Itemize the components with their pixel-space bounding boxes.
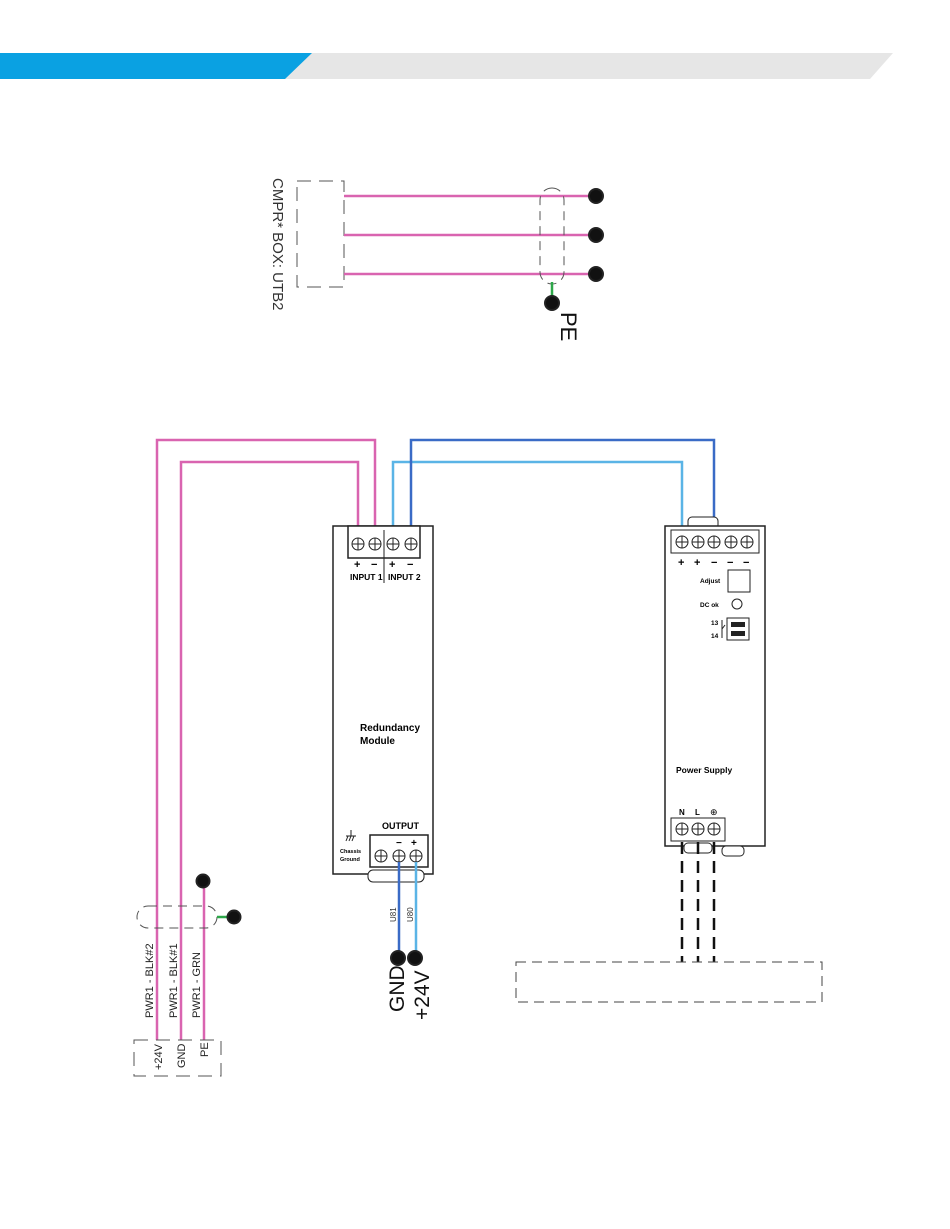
left-terminal-label-gnd: GND	[176, 1044, 188, 1069]
rm-output-terminals	[375, 850, 422, 862]
ps-plus-2: +	[694, 557, 700, 569]
rm-input1-label: INPUT 1	[350, 572, 383, 582]
header-gray-band	[280, 53, 893, 79]
gnd-terminal-dot	[391, 951, 405, 965]
shield-terminal-dot	[228, 911, 241, 924]
ac-dashed-wires	[682, 842, 714, 962]
terminal-dot	[589, 189, 603, 203]
dark-blue-wire-input2	[411, 440, 714, 540]
24v-terminal-dot	[408, 951, 422, 965]
ps-l-label: L	[695, 808, 700, 817]
top-pink-wires	[344, 196, 595, 274]
redundancy-module: + − + − INPUT 1 INPUT 2 Redundancy Modul…	[333, 526, 433, 882]
rm-out-plus: +	[411, 838, 417, 849]
pe-wire-terminal-dot	[197, 875, 210, 888]
top-terminal-dots	[545, 189, 603, 310]
rm-in2-plus: +	[389, 559, 395, 571]
ps-dcok-led	[732, 599, 742, 609]
ps-title: Power Supply	[676, 765, 732, 775]
pink-wire-input1-minus	[181, 462, 358, 1040]
ps-minus-3: −	[743, 557, 749, 569]
terminal-24v-label: +24V	[411, 970, 434, 1020]
left-terminal-label-24v: +24V	[153, 1043, 165, 1070]
ps-relay-block	[727, 618, 749, 640]
rm-out-minus: −	[396, 838, 402, 849]
ps-n-label: N	[679, 808, 685, 817]
ps-ground-symbol: ⊕	[710, 807, 718, 817]
left-terminal-label-pe: PE	[199, 1042, 211, 1057]
header-blue-band	[0, 53, 312, 79]
rm-title-line1: Redundancy	[360, 723, 420, 734]
ps-ac-terminals	[676, 823, 720, 835]
rm-output-label: OUTPUT	[382, 821, 420, 831]
rm-chassis-label-2: Ground	[340, 857, 360, 863]
terminal-dot	[589, 228, 603, 242]
rm-in1-plus: +	[354, 559, 360, 571]
ps-adjust-label: Adjust	[700, 578, 721, 585]
wire-label-u80: U80	[406, 907, 415, 922]
ps-dcok-label: DC ok	[700, 602, 719, 609]
pe-terminal-dot	[545, 296, 559, 310]
terminal-dot	[589, 267, 603, 281]
left-wire-label-1: PWR1 - BLK#2	[144, 943, 156, 1018]
output-terminal-dots	[391, 951, 422, 965]
rm-in1-minus: −	[371, 559, 377, 571]
light-blue-wire-input2	[393, 462, 682, 540]
ps-plus-1: +	[678, 557, 684, 569]
rm-chassis-label-1: Chassis	[340, 849, 361, 855]
cmpr-box	[297, 181, 344, 287]
rm-title-line2: Module	[360, 736, 395, 747]
left-wire-label-3: PWR1 - GRN	[191, 952, 203, 1018]
ps-relay-14: 14	[711, 633, 719, 640]
rm-input2-label: INPUT 2	[388, 572, 421, 582]
ps-relay-13: 13	[711, 620, 719, 627]
ac-source-box	[516, 962, 822, 1002]
wire-label-u81: U81	[389, 907, 398, 922]
cmpr-box-label: CMPR* BOX: UTB2	[269, 178, 286, 311]
ps-bottom-foot	[722, 846, 744, 856]
terminal-gnd-label: GND	[386, 965, 409, 1012]
rm-in2-minus: −	[407, 559, 413, 571]
ps-adjust-knob	[728, 570, 750, 592]
power-supply: + + − − − Adjust DC ok 13 14 Power Suppl…	[665, 517, 765, 856]
ps-minus-1: −	[711, 557, 717, 569]
top-pe-label: PE	[556, 312, 581, 341]
left-wire-label-2: PWR1 - BLK#1	[168, 943, 180, 1018]
ps-minus-2: −	[727, 557, 733, 569]
